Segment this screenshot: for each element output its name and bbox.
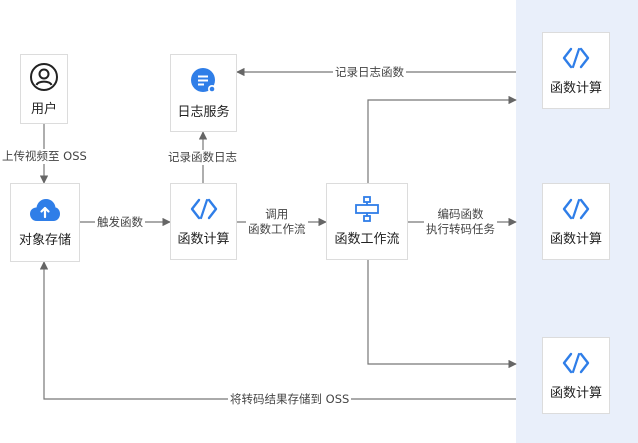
edge-label-record-log: 记录函数日志 [166, 150, 239, 165]
edge-label-invoke-line2: 函数工作流 [248, 222, 306, 236]
oss-node: 对象存储 [10, 183, 80, 262]
log-service-node: 日志服务 [170, 54, 237, 132]
edge-workflow-to-fc3 [367, 260, 517, 369]
workflow-node: 函数工作流 [326, 183, 408, 260]
edge-label-upload: 上传视频至 OSS [0, 149, 89, 164]
edge-label-trigger: 触发函数 [95, 215, 145, 230]
function-code-icon [562, 352, 590, 374]
oss-label: 对象存储 [18, 233, 71, 248]
edge-label-encode-line2: 执行转码任务 [426, 222, 495, 236]
function-compute-node-3: 函数计算 [542, 337, 610, 414]
function-code-icon [562, 198, 590, 220]
user-label: 用户 [30, 101, 57, 117]
function-code-icon [190, 198, 217, 220]
edge-label-invoke: 调用 函数工作流 [246, 207, 308, 237]
edge-label-encode-line1: 编码函数 [437, 207, 484, 221]
function-compute-node-1: 函数计算 [542, 32, 610, 109]
user-icon [30, 62, 58, 91]
function-compute-label-1: 函数计算 [549, 81, 602, 96]
log-service-label: 日志服务 [177, 104, 230, 120]
function-compute-label-2: 函数计算 [549, 232, 602, 247]
edge-workflow-to-fc1 [367, 95, 517, 183]
function-code-icon [562, 47, 590, 69]
edge-store-result [39, 261, 516, 400]
edge-label-record-top: 记录日志函数 [333, 65, 406, 80]
function-compute-node: 函数计算 [170, 183, 237, 260]
cloud-upload-icon [30, 199, 60, 221]
workflow-icon [355, 196, 379, 222]
edge-label-invoke-line1: 调用 [265, 207, 289, 221]
function-compute-node-2: 函数计算 [542, 183, 610, 260]
edge-label-store-result: 将转码结果存储到 OSS [228, 392, 352, 407]
workflow-label: 函数工作流 [334, 232, 400, 247]
log-search-icon [190, 67, 216, 93]
function-compute-label: 函数计算 [177, 232, 230, 247]
edge-label-encode: 编码函数 执行转码任务 [424, 207, 497, 237]
user-node: 用户 [20, 54, 68, 124]
function-compute-label-3: 函数计算 [549, 386, 602, 401]
